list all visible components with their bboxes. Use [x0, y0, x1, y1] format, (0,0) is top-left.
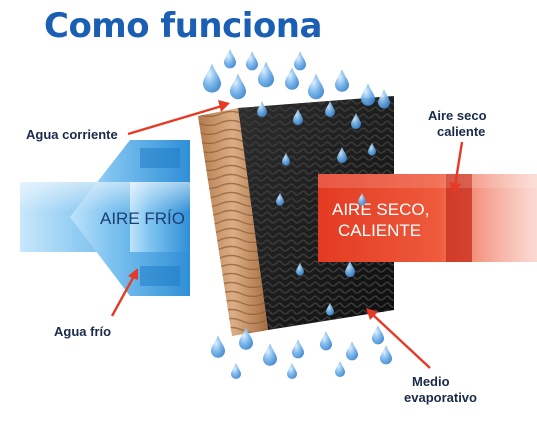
pointer-lines	[110, 100, 464, 369]
water-drop	[294, 51, 306, 71]
pointer-agua-corriente	[127, 104, 223, 136]
label-agua-corriente: Agua corriente	[26, 127, 118, 142]
water-drop	[282, 152, 290, 166]
water-drop	[320, 331, 332, 351]
cold-air-arrow	[20, 140, 190, 296]
label-medio-line2: evaporativo	[404, 390, 477, 405]
water-drop	[345, 261, 355, 277]
water-drop	[258, 61, 274, 88]
hot-air-arrow-label-line1: AIRE SECO,	[332, 200, 429, 219]
water-drop	[296, 262, 304, 276]
page-title: Como funciona	[44, 6, 322, 46]
water-drop	[335, 361, 345, 377]
water-drop	[326, 302, 334, 316]
water-drop	[211, 335, 225, 358]
label-medio-line1: Medio	[412, 374, 450, 389]
label-aire-seco-line2: caliente	[437, 124, 485, 139]
water-drop	[263, 343, 277, 366]
pointer-medio	[371, 313, 431, 369]
water-drop	[372, 325, 384, 345]
water-drop	[378, 89, 390, 109]
water-drop	[335, 69, 349, 92]
water-drop	[285, 67, 299, 90]
water-drop	[293, 109, 303, 125]
water-drop	[246, 51, 258, 71]
evaporative-pad	[198, 96, 394, 336]
water-drop	[224, 49, 237, 69]
pointer-agua-frio	[110, 275, 136, 317]
water-drops	[203, 49, 392, 379]
water-drop	[292, 339, 304, 359]
water-drop	[308, 73, 324, 100]
pointer-aire-seco	[453, 141, 464, 187]
water-drop	[257, 101, 267, 117]
water-drop	[239, 327, 253, 350]
water-drop	[230, 73, 246, 100]
water-drop	[287, 363, 297, 379]
water-drop	[276, 192, 284, 206]
label-aire-seco-line1: Aire seco	[428, 108, 487, 123]
water-drop	[368, 142, 376, 156]
water-drop	[351, 113, 361, 129]
label-agua-frio: Agua frío	[54, 324, 111, 339]
water-drop	[380, 345, 392, 365]
water-drop	[358, 192, 366, 206]
water-drop	[361, 83, 375, 106]
hot-air-arrow	[318, 174, 537, 262]
hot-air-arrow-label-line2: CALIENTE	[338, 221, 421, 240]
water-drop	[337, 147, 347, 163]
water-drop	[231, 363, 241, 379]
water-drop	[203, 63, 221, 93]
water-drop	[346, 341, 358, 361]
water-drop	[325, 101, 335, 117]
cold-air-arrow-label: AIRE FRÍO	[100, 209, 185, 228]
